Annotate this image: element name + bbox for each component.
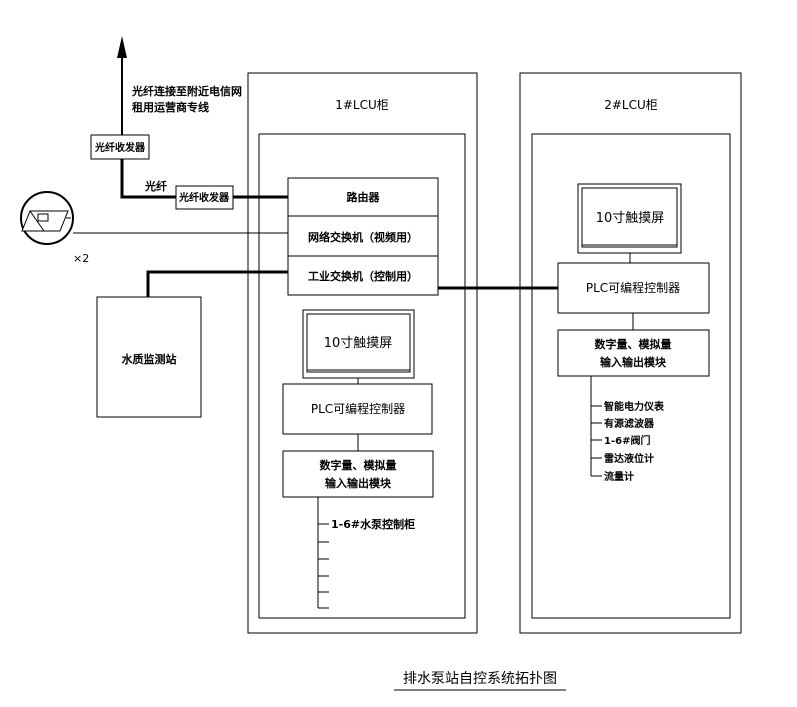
cabinet-2-outer xyxy=(519,72,742,634)
diagram-title: 排水泵站自控系统拓扑图 xyxy=(403,671,557,687)
pump-control-bus xyxy=(317,497,329,609)
video-switch-label: 网络交换机（视频用） xyxy=(308,230,418,244)
cabinet-2: 2#LCU柜 xyxy=(519,72,742,634)
cabinet-1-io-box xyxy=(282,450,434,498)
cabinet-1-inner xyxy=(258,133,466,619)
cabinet-1-title: 1#LCU柜 xyxy=(335,98,389,112)
cabinet-1-plc-label: PLC可编程控制器 xyxy=(311,401,405,416)
transceiver-upper-box xyxy=(90,134,150,160)
cabinet-1: 1#LCU柜 xyxy=(247,72,478,634)
cabinet-1-outer xyxy=(247,72,478,634)
device-label-1: 有源滤波器 xyxy=(604,417,655,430)
cabinet-2-title: 2#LCU柜 xyxy=(604,98,658,112)
cabinet-2-plc-box xyxy=(557,262,710,314)
cabinet-1-touchscreen: 10寸触摸屏 xyxy=(302,309,415,379)
device-label-3: 雷达液位计 xyxy=(604,452,654,465)
cabinet-2-plc-label: PLC可编程控制器 xyxy=(586,280,680,295)
fiber-link xyxy=(120,159,176,199)
water-station-link xyxy=(146,270,288,297)
router-label: 路由器 xyxy=(347,190,381,204)
uplink-arrowhead xyxy=(117,36,127,58)
cabinet-1-io-line1: 数字量、模拟量 xyxy=(320,458,397,472)
device-label-4: 流量计 xyxy=(604,470,634,483)
cabinet-2-io-line2: 输入输出模块 xyxy=(600,355,667,369)
cabinet-1-touchscreen-label: 10寸触摸屏 xyxy=(324,336,393,351)
cabinet-1-plc-box xyxy=(282,383,433,435)
cabinet-1-io-line2: 输入输出模块 xyxy=(325,476,392,490)
camera-count: ×2 xyxy=(73,252,89,265)
uplink-label-line2: 租用运营商专线 xyxy=(132,100,209,114)
network-stack-box xyxy=(287,177,439,296)
cabinet-2-touchscreen-label: 10寸触摸屏 xyxy=(596,211,665,226)
cabinet-2-io-box xyxy=(557,329,710,377)
device-label-0: 智能电力仪表 xyxy=(604,400,665,413)
field-device-bus xyxy=(590,376,602,477)
cabinet-2-io-line1: 数字量、模拟量 xyxy=(595,337,672,351)
uplink-label-line1: 光纤连接至附近电信网 xyxy=(131,84,242,98)
pump-control-label: 1-6#水泵控制柜 xyxy=(331,517,415,531)
camera-icon xyxy=(20,191,74,245)
device-label-2: 1-6#阀门 xyxy=(604,434,650,447)
transceiver-lower-label: 光纤收发器 xyxy=(178,191,230,204)
cabinet-2-inner xyxy=(531,133,731,619)
cabinet-2-touchscreen: 10寸触摸屏 xyxy=(577,183,682,254)
fiber-label: 光纤 xyxy=(144,179,167,193)
transceiver-upper-label: 光纤收发器 xyxy=(94,141,146,154)
fiber-uplink: 光纤连接至附近电信网 租用运营商专线 xyxy=(117,36,242,135)
water-station-label: 水质监测站 xyxy=(122,352,177,366)
control-switch-label: 工业交换机（控制用） xyxy=(308,269,418,283)
